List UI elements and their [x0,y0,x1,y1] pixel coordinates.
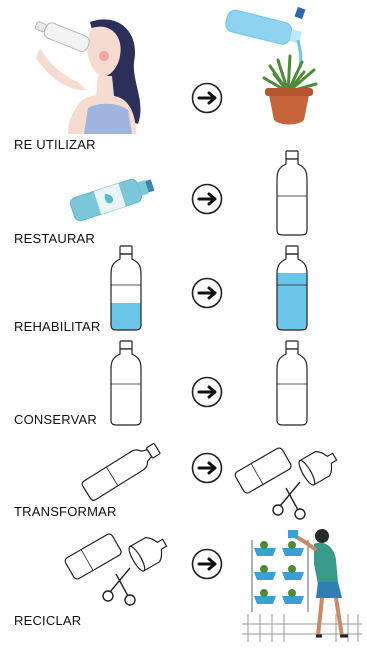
empty-bottle-illustration [108,340,144,426]
woman-drinking-illustration [28,12,146,134]
bottle-with-water-illustration [108,245,144,331]
watering-plant-illustration [218,6,328,126]
arrow-right-circle-icon [191,548,223,580]
vertical-garden-woman-illustration [238,526,364,644]
cut-bottle-with-scissors-illustration [64,526,174,606]
row-label-reutilizar: RE UTILIZAR [14,137,96,152]
lying-bottle-illustration [66,170,158,222]
arrow-right-circle-icon [191,277,223,309]
arrow-right-circle-icon [191,376,223,408]
scissors-icon [272,481,306,520]
cut-bottle-with-scissors-illustration [234,440,344,520]
arrow-right-circle-icon [191,82,223,114]
empty-bottle-illustration [274,150,310,236]
row-label-reciclar: RECICLAR [14,613,82,628]
row-label-restaurar: RESTAURAR [14,231,96,246]
empty-bottle-illustration [274,340,310,426]
row-label-rehabilitar: REHABILITAR [14,319,101,334]
arrow-right-circle-icon [191,452,223,484]
tilted-bottle-illustration [78,436,170,502]
full-water-bottle-illustration [274,245,310,331]
row-label-transformar: TRANSFORMAR [14,504,117,519]
row-label-conservar: CONSERVAR [14,412,97,427]
arrow-right-circle-icon [191,183,223,215]
